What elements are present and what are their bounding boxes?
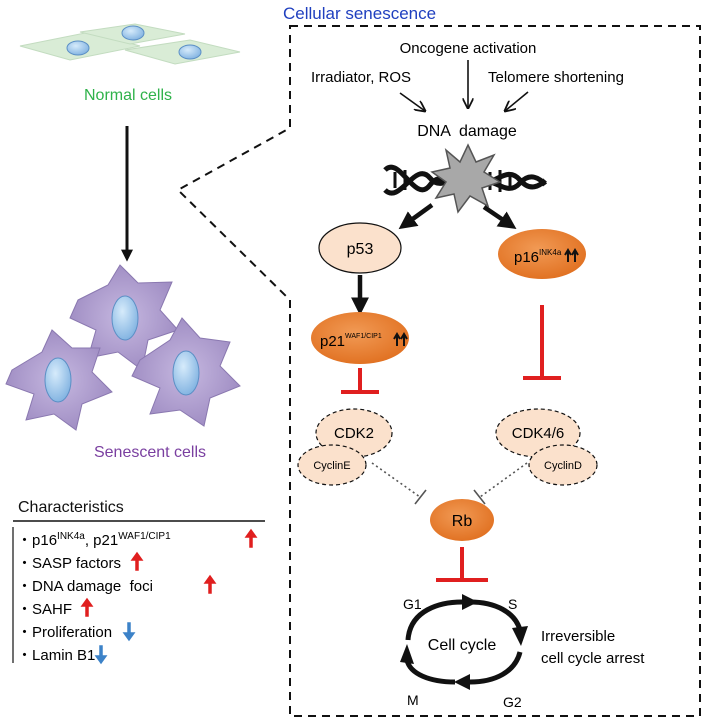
list-item: ・DNA damage foci [17, 578, 153, 595]
dna-helix-icon [383, 143, 548, 214]
arrest-label-line2: cell cycle arrest [541, 650, 645, 667]
phase-g1-label: G1 [403, 596, 422, 612]
list-item: ・p16INK4a, p21WAF1/CIP1 [17, 531, 171, 549]
up-red-arrow-icon [244, 528, 258, 548]
up-red-arrow-icon [80, 597, 94, 617]
normal-cells-illustration [19, 23, 241, 65]
up-double-arrow-icon [564, 248, 579, 262]
cyclind-node [528, 444, 598, 486]
cycline-node [297, 444, 367, 486]
senescent-cells-illustration [5, 264, 241, 431]
p21-node [311, 312, 409, 364]
senescence-dashed-box [176, 25, 701, 717]
rb-node [430, 499, 494, 541]
phase-g2-label: G2 [503, 694, 522, 710]
cyclind-label: CyclinD [544, 460, 582, 472]
down-blue-arrow-icon [122, 622, 136, 642]
cycline-label: CyclinE [313, 460, 350, 472]
arrest-label-line1: Irreversible [541, 628, 615, 645]
normal-cells-label: Normal cells [84, 87, 172, 104]
rb-label: Rb [452, 513, 473, 530]
phase-s-label: S [508, 596, 517, 612]
cdk2-rb-bar [414, 489, 427, 505]
characteristics-title: Characteristics [18, 499, 124, 516]
up-double-arrow-icon [393, 332, 408, 346]
dna-to-p16-arrow [482, 205, 517, 230]
p53-node [318, 222, 402, 274]
cell-cycle-icon [400, 594, 528, 690]
p21-label: p21WAF1/CIP1 [320, 333, 382, 350]
characteristics-list: ・p16INK4a, p21WAF1/CIP1 ・SASP factors ・D… [17, 528, 258, 665]
up-red-arrow-icon [203, 574, 217, 594]
cdk2-rb-dotted-line [371, 462, 421, 498]
diagram-title: Cellular senescence [283, 4, 436, 23]
cdk46-label: CDK4/6 [512, 425, 565, 442]
cdk46-rb-bar [473, 489, 486, 505]
dna-to-p53-arrow [398, 203, 434, 230]
phase-m-label: M [407, 692, 419, 708]
oncogene-label: Oncogene activation [400, 40, 537, 57]
list-item: ・SAHF [17, 601, 72, 618]
p16-label: p16INK4a [514, 248, 562, 266]
dna-damage-label: DNA damage [417, 123, 517, 140]
cell-cycle-label: Cell cycle [428, 637, 497, 654]
senescent-cells-label: Senescent cells [94, 444, 206, 461]
list-item: ・Lamin B1 [17, 647, 95, 664]
p16-node [498, 229, 586, 279]
up-red-arrow-icon [130, 551, 144, 571]
list-item: ・Proliferation [17, 624, 112, 641]
cdk2-label: CDK2 [334, 425, 374, 442]
p53-label: p53 [347, 241, 374, 258]
telomere-label: Telomere shortening [488, 69, 624, 86]
list-item: ・SASP factors [17, 555, 121, 572]
telomere-arrow [505, 91, 529, 111]
down-blue-arrow-icon [94, 645, 108, 665]
irradiator-arrow [399, 92, 425, 111]
irradiator-label: Irradiator, ROS [311, 69, 411, 86]
cdk46-rb-dotted-line [479, 462, 528, 498]
